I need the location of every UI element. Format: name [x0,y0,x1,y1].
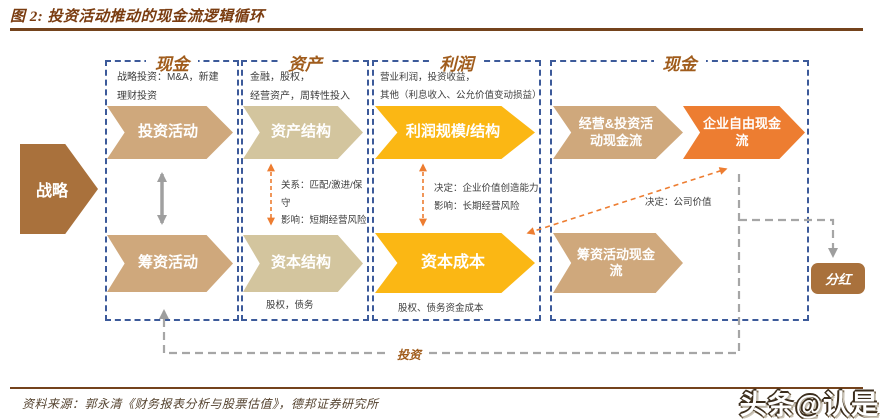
strategic-investment-note: 战略投资：M&A，新建 理财投资 [117,72,219,102]
column-cash-right-header: 现金 [653,50,706,75]
column-profit-header: 利润 [430,50,483,75]
column-assets-header: 资产 [279,50,331,75]
arrow-investment-activity-label: 投资活动 [137,123,198,141]
arrow-financing-activity-label: 筹资活动 [137,254,198,272]
arrow-free-cashflow-label: 企业自由现金流 [703,116,782,148]
arrow-capital-cost: 资本成本 [375,233,535,293]
assets-note: 金融，股权， 经营资产，周转性投入 [250,72,350,102]
profit-note: 营业利润，投资收益， 其他（利息收入、公允价值变动损益） [380,72,542,101]
figure-title: 图 2: 投资活动推动的现金流逻辑循环 [10,9,265,25]
arrow-financing-activity: 筹资活动 [107,235,233,292]
arrow-asset-structure-label: 资产结构 [270,123,331,141]
company-value-note: 决定：公司价值 [645,197,712,208]
arrow-financing-cashflow: 筹资活动现金流 [553,233,683,293]
strategy-arrow: 战略 [20,144,98,234]
arrow-financing-cashflow-label: 筹资活动现金流 [576,246,655,278]
funding-cost-note: 股权、债务资金成本 [398,303,484,314]
arrow-profit-scale-structure: 利润规模/结构 [375,106,535,159]
top-rule [10,28,863,31]
asset-capital-relation-note: 关系：匹配/激进/保守 影响：短期经营风险 [281,180,367,227]
arrow-capital-structure: 资本结构 [243,235,363,292]
arrow-free-cashflow: 企业自由现金流 [683,106,805,159]
arrow-asset-structure: 资产结构 [243,106,363,159]
arrow-investment-activity: 投资活动 [107,106,233,159]
arrow-capital-structure-label: 资本结构 [270,254,331,272]
dividend-box: 分红 [811,263,865,294]
dividend-box-label: 分红 [824,272,851,287]
strategy-arrow-label: 战略 [35,183,68,200]
arrow-operating-investing-cashflow-label: 经营&投资活动现金流 [578,116,654,148]
arrow-operating-investing-cashflow: 经营&投资活动现金流 [553,106,683,159]
arrow-capital-cost-label: 资本成本 [420,254,485,271]
bottom-rule [10,387,863,389]
source-note: 资料来源：郭永清《财务报表分析与股票估值》，德邦证券研究所 [22,397,379,411]
column-cash-left-header: 现金 [146,50,198,75]
value-creation-note: 决定：企业价值创造能力 影响：长期经营风险 [434,183,539,212]
loop-label-investment: 投资 [390,346,429,363]
equity-debt-note: 股权，债务 [266,300,314,311]
watermark: 头条@认是 [739,390,879,419]
arrow-profit-scale-structure-label: 利润规模/结构 [405,123,501,141]
